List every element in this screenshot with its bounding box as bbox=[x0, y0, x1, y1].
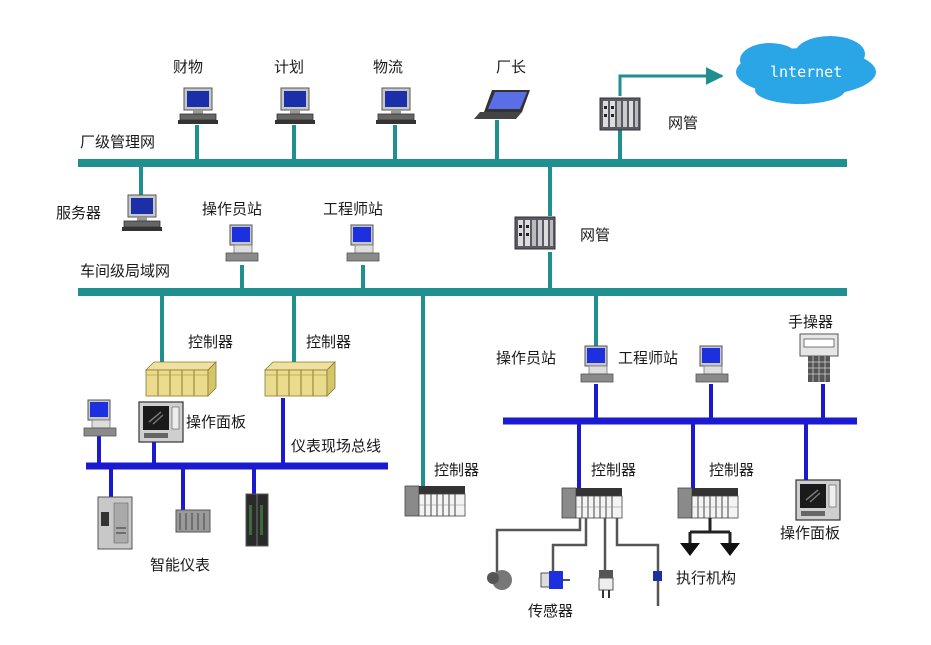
sensor-motor-icon[interactable] bbox=[540, 571, 570, 589]
fieldbus-drops bbox=[97, 384, 825, 510]
hand-operator-device-icon[interactable] bbox=[799, 333, 839, 382]
smart-instrument-cabinet-icon[interactable] bbox=[97, 496, 133, 550]
planning-computer-icon[interactable] bbox=[274, 87, 316, 125]
logistics-computer-icon[interactable] bbox=[375, 87, 417, 125]
operator-station-label: 操作员站 bbox=[202, 200, 262, 218]
operator-panel-left-label: 操作面板 bbox=[186, 413, 246, 431]
planning-label: 计划 bbox=[274, 58, 304, 76]
plant-level-network-label: 厂级管理网 bbox=[80, 133, 155, 151]
fieldbus-label: 仪表现场总线 bbox=[291, 437, 381, 455]
controller-1-icon[interactable] bbox=[145, 361, 217, 397]
engineer-station-label: 工程师站 bbox=[323, 200, 383, 218]
gateway-top-rack-icon[interactable] bbox=[599, 97, 641, 131]
operator-panel-right-label: 操作面板 bbox=[780, 524, 840, 542]
workshop-lan-label: 车间级局域网 bbox=[80, 262, 170, 280]
right-engineer-station-label: 工程师站 bbox=[618, 349, 678, 367]
operator-panel-left-icon[interactable] bbox=[138, 401, 184, 443]
right-controller-1-icon[interactable] bbox=[561, 487, 623, 519]
director-label: 厂长 bbox=[496, 58, 526, 76]
smart-instrument-module-icon[interactable] bbox=[175, 509, 211, 533]
controller-2-label: 控制器 bbox=[306, 333, 351, 351]
operator-panel-right-icon[interactable] bbox=[795, 479, 841, 521]
gateway-mid-label: 网管 bbox=[580, 226, 610, 244]
sensor-transmitter-icon[interactable] bbox=[598, 570, 614, 598]
internet-link-arrow bbox=[618, 67, 724, 96]
internet-label: lnternet bbox=[770, 63, 842, 81]
hand-operator-label: 手操器 bbox=[788, 313, 833, 331]
right-controller-2-label: 控制器 bbox=[709, 461, 754, 479]
actuator-arrow-right-icon bbox=[720, 543, 740, 556]
right-operator-station-label: 操作员站 bbox=[496, 349, 556, 367]
center-controller-label: 控制器 bbox=[434, 461, 479, 479]
actuator-arrow-left-icon bbox=[680, 543, 700, 556]
internet-cloud-icon[interactable]: lnternet bbox=[736, 36, 876, 104]
right-controller-2-icon[interactable] bbox=[677, 487, 739, 519]
plant-bus-drops bbox=[139, 120, 622, 488]
fieldbus-station-icon[interactable] bbox=[83, 399, 117, 437]
logistics-label: 物流 bbox=[373, 58, 403, 76]
finance-label: 财物 bbox=[173, 58, 203, 76]
sensor-wires bbox=[495, 518, 660, 606]
finance-computer-icon[interactable] bbox=[177, 87, 219, 125]
server-computer-icon[interactable] bbox=[121, 194, 163, 232]
right-engineer-station-icon[interactable] bbox=[695, 345, 729, 383]
actuators-label: 执行机构 bbox=[676, 569, 736, 587]
right-operator-station-icon[interactable] bbox=[580, 345, 614, 383]
sensor-pump-icon[interactable] bbox=[487, 570, 512, 590]
actuator-wires bbox=[688, 518, 732, 545]
smart-instrument-card-icon[interactable] bbox=[245, 493, 269, 547]
engineer-station-icon[interactable] bbox=[346, 224, 380, 262]
smart-instruments-label: 智能仪表 bbox=[150, 556, 210, 574]
operator-station-icon[interactable] bbox=[225, 224, 259, 262]
sensor-probe-icon[interactable] bbox=[653, 571, 662, 581]
gateway-mid-rack-icon[interactable] bbox=[514, 216, 556, 250]
controller-1-label: 控制器 bbox=[188, 333, 233, 351]
server-label: 服务器 bbox=[56, 204, 101, 222]
controller-2-icon[interactable] bbox=[264, 361, 336, 397]
director-laptop-icon[interactable] bbox=[474, 90, 530, 119]
center-controller-icon[interactable] bbox=[404, 485, 466, 517]
right-controller-1-label: 控制器 bbox=[591, 461, 636, 479]
sensors-label: 传感器 bbox=[528, 602, 573, 620]
gateway-top-label: 网管 bbox=[668, 114, 698, 132]
